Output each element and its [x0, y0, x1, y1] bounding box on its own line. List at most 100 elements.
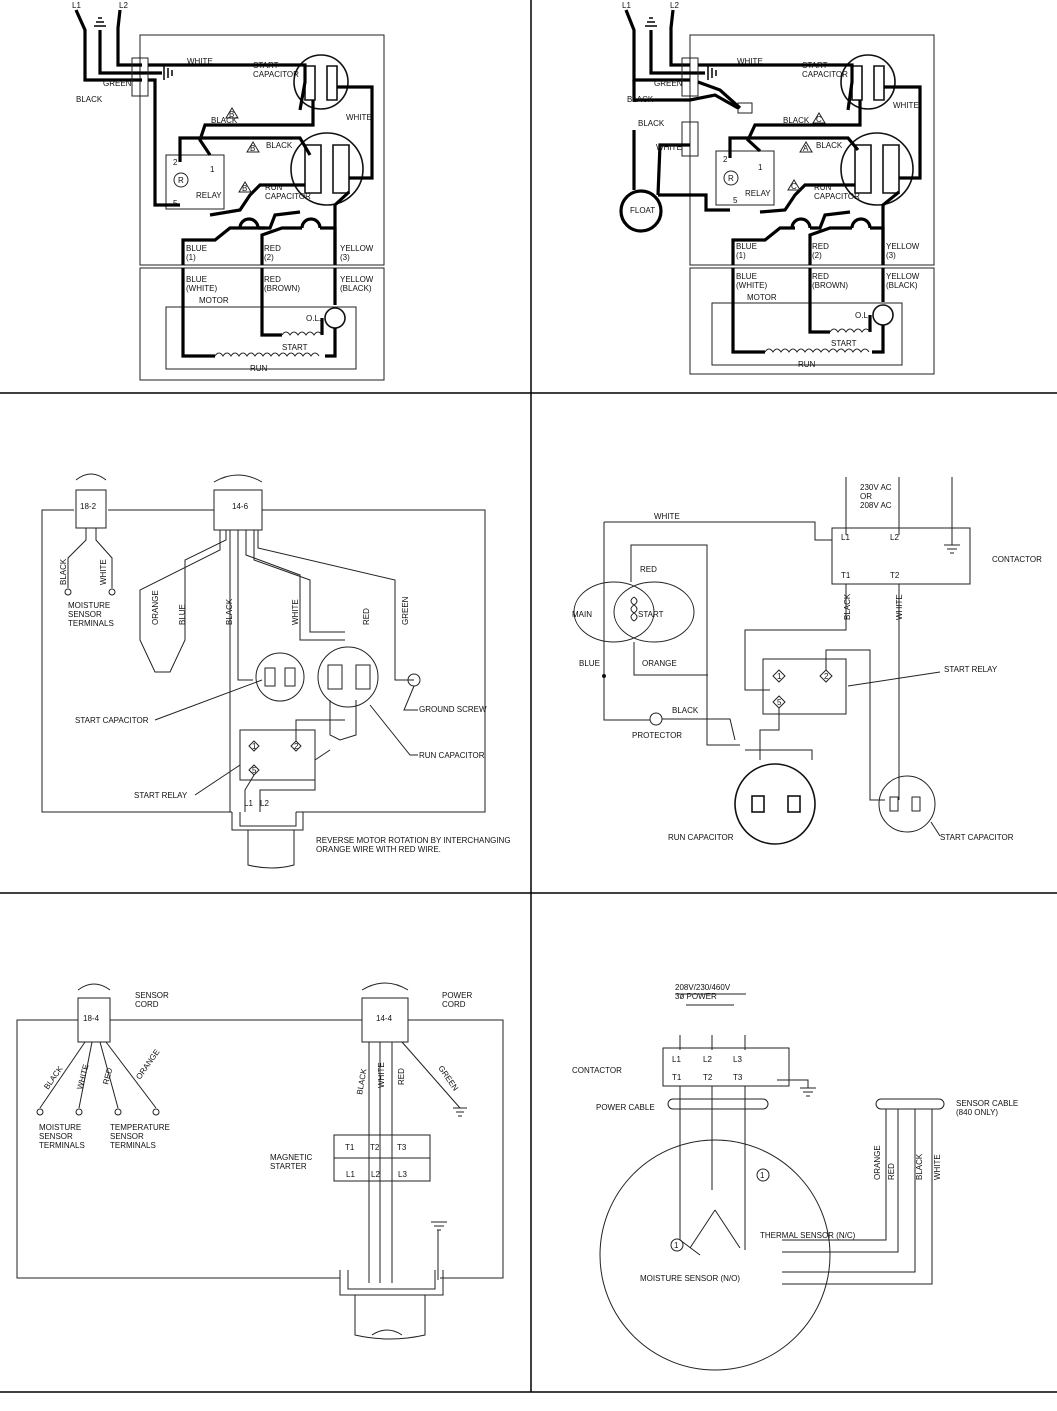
- p4-start-relay: [762, 658, 847, 715]
- p1-yellow-label: YELLOW(3): [340, 244, 374, 262]
- p4-start-capacitor-label: START CAPACITOR: [940, 833, 1014, 842]
- p1-black-a-label: BLACK: [266, 141, 293, 150]
- p5-black2-label: BLACK: [355, 1067, 369, 1095]
- p2-term5: 5: [733, 196, 738, 205]
- p5-magnetic-starter: [333, 1134, 431, 1182]
- p1-badge-b3: [238, 181, 252, 193]
- p1-motor-label: MOTOR: [199, 296, 229, 305]
- p6-power-cable: [667, 1098, 769, 1110]
- strain-relief: [681, 57, 699, 97]
- p5-l3: L3: [398, 1170, 407, 1179]
- p2-run-label: RUN: [798, 360, 816, 369]
- p2-yellow-black-label: YELLOW(BLACK): [886, 272, 920, 290]
- p4-start-capacitor: [878, 775, 936, 833]
- p1-relay: [165, 154, 225, 210]
- p3-relay-term1: 1: [252, 742, 257, 751]
- p1-badge-b2-label: B: [250, 144, 255, 153]
- p2-red-brown-label: RED(BROWN): [812, 272, 848, 290]
- p2-l2-label: L2: [670, 1, 679, 10]
- ground-icon: [645, 17, 657, 27]
- p2-relay: [715, 150, 775, 206]
- p1-badge-b2: [246, 141, 260, 153]
- p4-t1-label: T1: [841, 571, 851, 580]
- p2-black-a-label: BLACK: [816, 141, 843, 150]
- p1-term1: 1: [210, 165, 215, 174]
- p4-contactor-label: CONTACTOR: [992, 555, 1042, 564]
- p2-start-winding: [829, 328, 871, 333]
- strain-relief: [681, 121, 699, 157]
- p4-start-relay-label: START RELAY: [944, 665, 998, 674]
- p1-white2-label: WHITE: [346, 113, 372, 122]
- p2-black2-label: BLACK: [638, 119, 665, 128]
- p5-green-label: GREEN: [436, 1064, 460, 1093]
- p2-float-switch: [619, 189, 663, 233]
- p4-relay-term2: 2: [824, 672, 829, 681]
- p5-l1: L1: [346, 1170, 355, 1179]
- p6-power-cable-label: POWER CABLE: [596, 1103, 655, 1112]
- ground-icon: [431, 1221, 447, 1280]
- p2-float-label: FLOAT: [630, 206, 655, 215]
- p6-l1: L1: [672, 1055, 681, 1064]
- p2-term1: 1: [758, 163, 763, 172]
- p2-badge-c1-label: C: [816, 115, 822, 124]
- p6-sensor-cable-label: SENSOR CABLE(840 ONLY): [956, 1099, 1018, 1117]
- p5-sensor-cord: [77, 983, 111, 1043]
- ground-screw-icon: [707, 66, 717, 80]
- p4-l2-label: L2: [890, 533, 899, 542]
- p3-cable-entry: [231, 812, 304, 869]
- p4-run-capacitor: [734, 763, 816, 845]
- p3-start-capacitor-label: START CAPACITOR: [75, 716, 149, 725]
- p1-relay-r-label: R: [178, 176, 184, 185]
- p3-blue-label: BLUE: [178, 604, 187, 625]
- p3-run-capacitor: [317, 646, 379, 708]
- p2-badge-c2-label: C: [791, 182, 797, 191]
- p1-badge-b3-label: B: [242, 184, 247, 193]
- p6-num1b: 1: [760, 1171, 765, 1180]
- p4-run-capacitor-label: RUN CAPACITOR: [668, 833, 734, 842]
- p3-start-capacitor: [255, 652, 305, 702]
- p3-cord-a-label: 18-2: [80, 502, 97, 511]
- p5-white-label: WHITE: [75, 1063, 90, 1090]
- p1-term2: 2: [173, 158, 178, 167]
- p1-overload: [324, 307, 346, 329]
- p2-term2: 2: [723, 155, 728, 164]
- p1-black-label: BLACK: [76, 95, 103, 104]
- p2-green-label: GREEN: [654, 79, 683, 88]
- p3-start-relay-label: START RELAY: [134, 791, 188, 800]
- p6-contactor-label: CONTACTOR: [572, 1066, 622, 1075]
- p1-start-winding: [281, 331, 323, 336]
- p1-red-label: RED(2): [264, 244, 281, 262]
- p1-yellow-black-label: YELLOW(BLACK): [340, 275, 374, 293]
- p1-badge-b1-label: B: [229, 110, 234, 119]
- p4-start-label: START: [638, 610, 664, 619]
- p6-sensor-cable: [875, 1098, 945, 1110]
- p2-blue-label: BLUE(1): [736, 242, 757, 260]
- p1-black-b-label: BLACK: [211, 116, 238, 125]
- p4-red-label: RED: [640, 565, 657, 574]
- p2-blue-white-label: BLUE(WHITE): [736, 272, 767, 290]
- ground-screw-icon: [163, 66, 173, 80]
- p2-red-label: RED(2): [812, 242, 829, 260]
- p6-red-label: RED: [887, 1163, 896, 1180]
- p4-t2-label: T2: [890, 571, 900, 580]
- p4-protector-label: PROTECTOR: [632, 731, 682, 740]
- p5-power-cord: [361, 982, 409, 1043]
- p6-wye-winding: [689, 1209, 741, 1249]
- p1-l1-label: L1: [72, 1, 81, 10]
- p6-contactor: [662, 1047, 790, 1087]
- p2-overload: [872, 304, 894, 326]
- p2-white-label: WHITE: [737, 57, 763, 66]
- p6-t3: T3: [733, 1073, 743, 1082]
- p4-main-label: MAIN: [572, 610, 592, 619]
- p5-l2: L2: [371, 1170, 380, 1179]
- p2-relay-r-label: R: [728, 174, 734, 183]
- p2-l1-label: L1: [622, 1, 631, 10]
- p1-ol-label: O.L.: [306, 314, 321, 323]
- p5-cable-entry: [339, 1270, 444, 1340]
- p2-yellow-label: YELLOW(3): [886, 242, 920, 260]
